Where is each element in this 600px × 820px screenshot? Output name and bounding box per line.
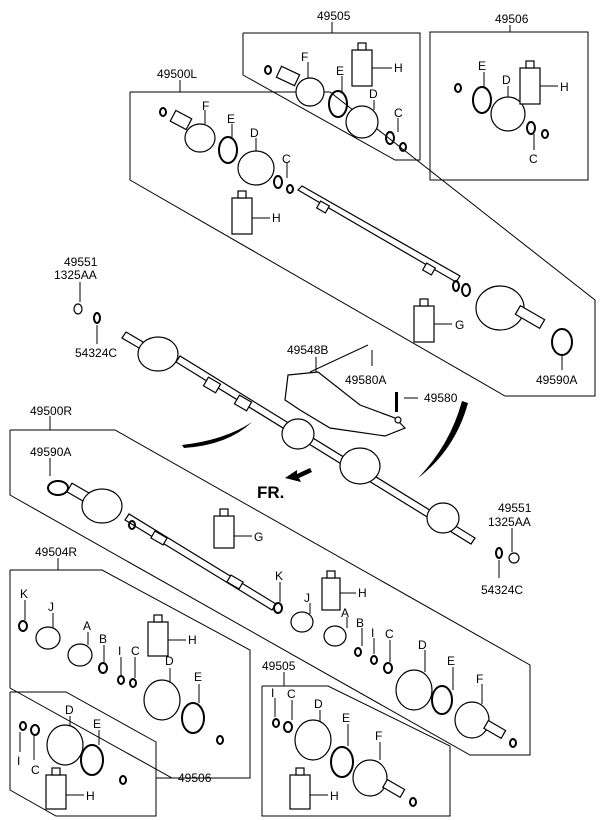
callout-D: D <box>65 703 74 717</box>
box-49500R: 49500R <box>9 404 531 756</box>
box-49505-top: 49505 <box>242 9 421 161</box>
label-49590A-upper: 49590A <box>536 373 577 387</box>
callout-H: H <box>560 80 569 94</box>
group-label: 49505 <box>262 659 296 673</box>
callout-H: H <box>272 211 281 225</box>
callout-H: H <box>188 633 197 647</box>
label-49551-right: 49551 <box>498 501 532 515</box>
callout-C: C <box>529 152 538 166</box>
callout-I: I <box>118 644 121 658</box>
group-label: 49506 <box>495 12 529 26</box>
callout-D: D <box>369 87 378 101</box>
top-49505-parts: F E D C H <box>264 42 407 152</box>
callout-C: C <box>131 644 140 658</box>
callout-C: C <box>287 687 296 701</box>
callout-I: I <box>17 754 20 768</box>
callout-D: D <box>250 126 259 140</box>
assembled-shaft: 49551 1325AA 54324C 49548B 49580A 49580 … <box>54 255 476 545</box>
callout-J: J <box>48 600 54 614</box>
callout-J: J <box>304 591 310 605</box>
callout-K: K <box>20 587 28 601</box>
label-49548B: 49548B <box>287 343 328 357</box>
label-49551-left: 49551 <box>64 255 98 269</box>
callout-G: G <box>254 530 263 544</box>
callout-E: E <box>194 670 202 684</box>
callout-F: F <box>301 50 308 64</box>
callout-K: K <box>275 569 283 583</box>
callout-C: C <box>385 627 394 641</box>
label-49580A: 49580A <box>345 373 386 387</box>
label-54324C-left: 54324C <box>75 346 117 360</box>
callout-E: E <box>336 64 344 78</box>
front-marker: FR. <box>257 483 284 502</box>
callout-H: H <box>330 789 339 803</box>
callout-F: F <box>476 672 483 686</box>
callout-A: A <box>341 606 349 620</box>
group-label: 49500L <box>157 67 197 81</box>
callout-G: G <box>455 318 464 332</box>
label-49590A-lower: 49590A <box>30 445 71 459</box>
callout-D: D <box>502 73 511 87</box>
bottom-49506-parts: D E I C H <box>17 703 127 810</box>
left-shaft-parts: F E D C H G 49590A <box>159 99 577 387</box>
callout-F: F <box>202 99 209 113</box>
callout-E: E <box>93 717 101 731</box>
callout-D: D <box>314 697 323 711</box>
group-label: 49500R <box>30 404 72 418</box>
group-label: 49506 <box>178 771 212 785</box>
label-1325AA-left: 1325AA <box>54 268 97 282</box>
label-1325AA-right: 1325AA <box>488 515 531 529</box>
bottom-49505-parts: I C D E F H <box>271 686 417 810</box>
callout-E: E <box>227 112 235 126</box>
group-label: 49504R <box>35 545 77 559</box>
callout-C: C <box>31 763 40 777</box>
callout-F: F <box>375 729 382 743</box>
label-54324C-right: 54324C <box>481 583 523 597</box>
group-label: 49505 <box>317 9 351 23</box>
box-49500L: 49500L <box>129 67 596 397</box>
kit-49504R-parts: K J A B I C H D E <box>18 587 224 745</box>
callout-C: C <box>282 152 291 166</box>
box-49506-top: 49506 <box>429 12 589 181</box>
callout-E: E <box>478 59 486 73</box>
callout-H: H <box>86 789 95 803</box>
callout-C: C <box>394 106 403 120</box>
right-shaft-parts: 49590A G K H J <box>30 445 532 748</box>
callout-H: H <box>358 586 367 600</box>
callout-H: H <box>394 61 403 75</box>
rotation-arrow-left <box>182 422 252 448</box>
callout-E: E <box>342 711 350 725</box>
callout-E: E <box>447 654 455 668</box>
top-49506-parts: E D H C <box>454 59 569 166</box>
box-49506-bottom: 49506 <box>9 691 212 817</box>
front-arrow-icon <box>285 468 312 482</box>
callout-D: D <box>165 654 174 668</box>
label-49580: 49580 <box>424 391 458 405</box>
box-49504R: 49504R <box>9 545 251 779</box>
callout-B: B <box>99 632 107 646</box>
callout-I: I <box>271 686 274 700</box>
callout-I: I <box>371 626 374 640</box>
callout-B: B <box>356 616 364 630</box>
callout-D: D <box>418 638 427 652</box>
box-49505-bottom: 49505 <box>261 659 451 817</box>
callout-A: A <box>83 619 91 633</box>
rotation-arrow-right <box>418 401 468 478</box>
